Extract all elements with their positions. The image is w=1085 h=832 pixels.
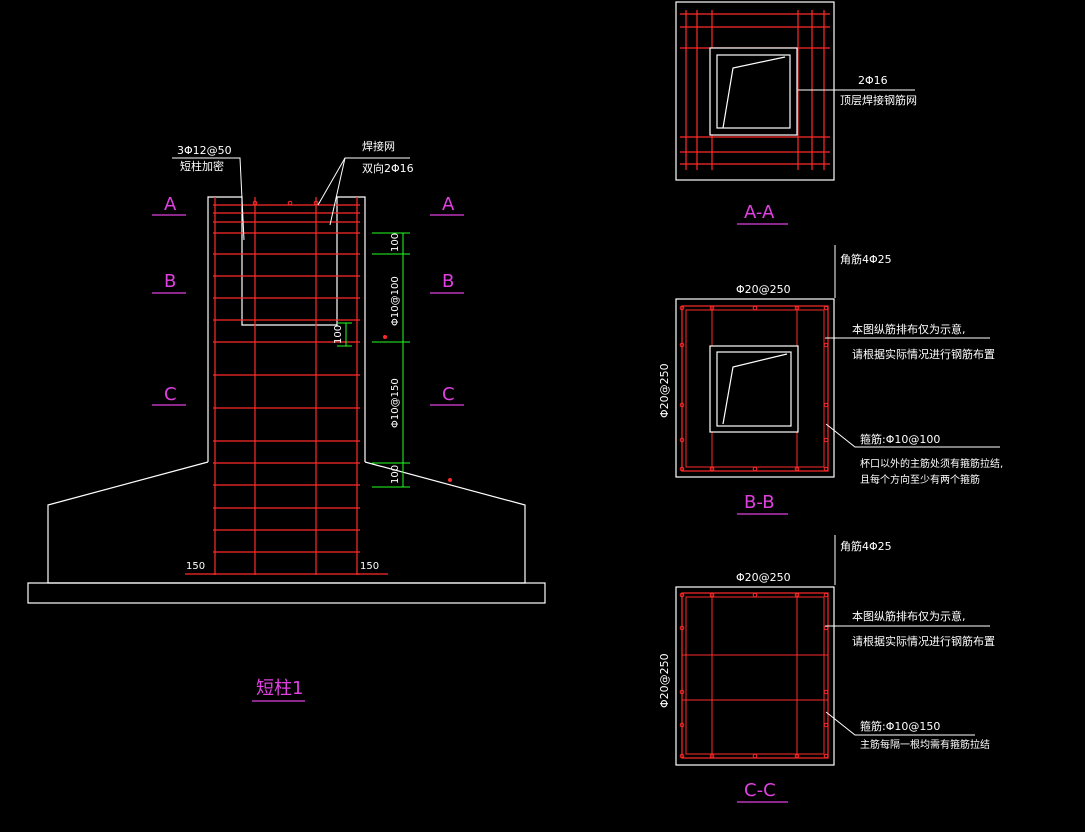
section-bb-title: B-B [744,492,775,513]
dim-mid-text: 100 [333,325,344,344]
dimension-chain [337,232,410,488]
section-bb-ties [711,306,798,471]
dim-dense-text: Φ10@100 [390,276,401,326]
footing-outline [47,461,526,584]
leader-top-left [172,157,245,241]
dim-top-text: 100 [390,233,401,252]
section-mark-b-left: B [164,271,176,292]
dim-normal-text: Φ10@150 [390,378,401,428]
label-top-right-2: 双向2Φ16 [362,161,414,175]
label-top-left-2: 短柱加密 [180,159,224,173]
label-top-right-1: 焊接网 [362,139,395,153]
label-top-left-1: 3Φ12@50 [177,144,232,157]
dim-right-bottom-text: 150 [360,561,379,572]
section-aa: 2Φ16 顶层焊接钢筋网 A-A [675,1,917,225]
section-bb-corner: 角筋4Φ25 [840,252,892,266]
section-marks-right: A B C [442,194,455,405]
rebar-dots [252,200,452,482]
section-bb-note2-2: 且每个方向至少有两个箍筋 [860,473,980,486]
section-bb-side-dim: Φ20@250 [658,363,671,418]
elevation-view: 3Φ12@50 短柱加密 焊接网 双向2Φ16 A B C A B C [27,139,546,702]
section-mark-b-right: B [442,271,454,292]
section-bb-top-dim: Φ20@250 [736,283,791,296]
section-bb: 角筋4Φ25 Φ20@250 Φ20@250 本图纵筋排布仅为示意, 请根据实际… [658,245,1003,515]
section-mark-a-left: A [164,194,177,215]
section-mark-a-right: A [442,194,455,215]
section-aa-outline [675,1,835,181]
section-cc-top-dim: Φ20@250 [736,571,791,584]
section-cc-bars [679,592,829,759]
section-bb-note1-2: 请根据实际情况进行钢筋布置 [852,347,995,361]
section-aa-note-2: 顶层焊接钢筋网 [840,93,917,107]
section-cc-side-dim: Φ20@250 [658,653,671,708]
section-mark-c-right: C [442,384,455,405]
section-bb-bars [679,305,829,472]
section-bb-note1-1: 本图纵筋排布仅为示意, [852,322,966,336]
section-cc-note2-1: 主筋每隔一根均需有箍筋拉结 [860,738,990,751]
column-vertical-rebars [214,197,358,575]
section-cc-note1-1: 本图纵筋排布仅为示意, [852,609,966,623]
section-cc-outline [675,586,835,766]
section-cc-title: C-C [744,780,776,801]
dim-left-bottom-text: 150 [186,561,205,572]
section-mark-lines-left [152,214,464,406]
footing-base-slab [27,582,546,604]
section-aa-note-1: 2Φ16 [858,74,888,87]
section-mark-c-left: C [164,384,177,405]
column-outline [207,196,366,462]
section-cc: 角筋4Φ25 Φ20@250 Φ20@250 本图纵筋排布仅为示意, 请根据实际… [658,535,995,803]
section-bb-stirrup: 箍筋:Φ10@100 [860,432,940,446]
dim-bottom-text: 100 [390,465,401,484]
elevation-title: 短柱1 [256,678,303,699]
section-cc-note1-2: 请根据实际情况进行钢筋布置 [852,634,995,648]
section-cc-stirrup: 箍筋:Φ10@150 [860,719,940,733]
section-aa-title: A-A [744,202,775,223]
section-marks-left: A B C [164,194,177,405]
section-bb-note2-1: 杯口以外的主筋处须有箍筋拉结, [860,457,1003,470]
section-cc-ties [682,593,828,758]
section-bb-outline [675,298,835,478]
column-stirrups [213,204,360,575]
section-cc-corner: 角筋4Φ25 [840,539,892,553]
